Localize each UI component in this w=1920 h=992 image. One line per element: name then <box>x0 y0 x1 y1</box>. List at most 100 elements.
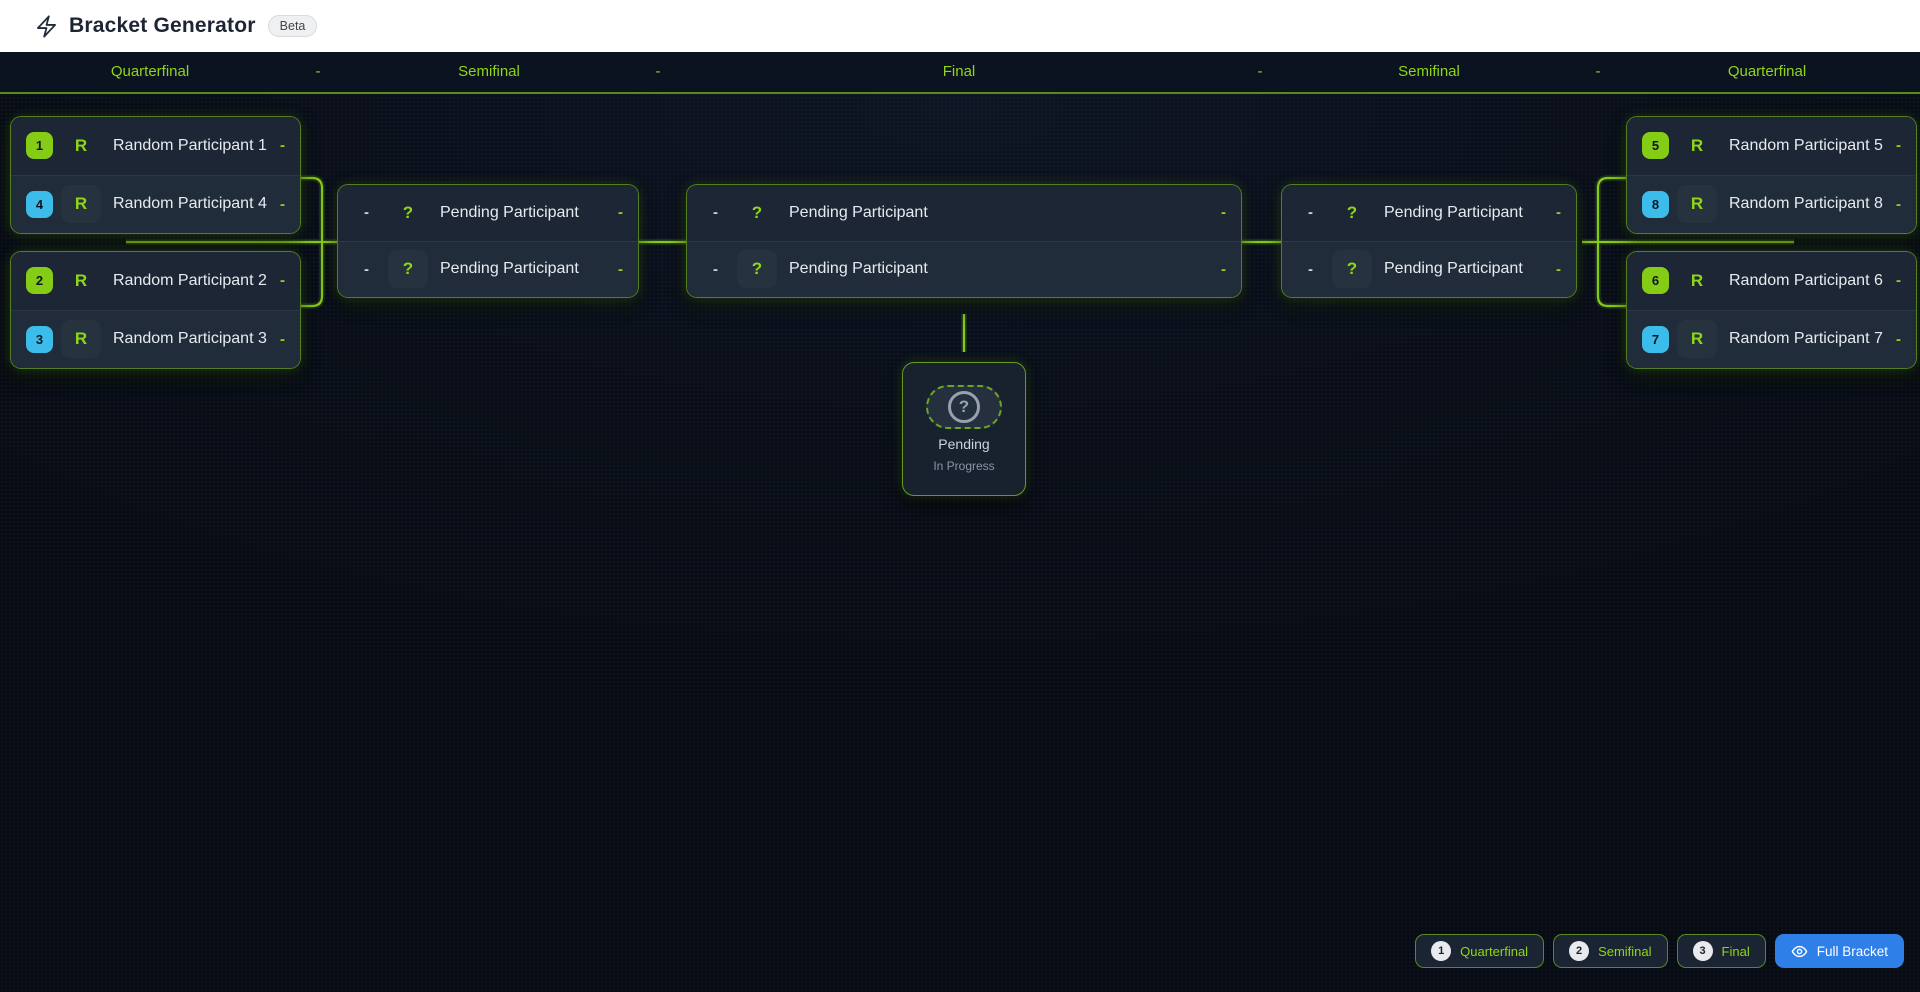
round-separator: - <box>315 63 321 80</box>
seed-placeholder: - <box>713 260 718 278</box>
participant-row[interactable]: 2 R Random Participant 2 - <box>11 252 300 310</box>
seed-placeholder: - <box>364 260 369 278</box>
pending-avatar: ? <box>737 250 777 289</box>
full-bracket-label: Full Bracket <box>1816 943 1888 959</box>
participant-name: Pending Participant <box>789 203 928 221</box>
participant-avatar: R <box>1677 320 1717 359</box>
match-card-qf-right-1: 5 R Random Participant 5 - 8 R Random Pa… <box>1626 116 1917 234</box>
participant-row[interactable]: - ? Pending Participant - <box>687 185 1241 241</box>
pending-avatar: ? <box>1332 250 1372 289</box>
participant-avatar: R <box>61 185 101 224</box>
step-label: Final <box>1721 943 1750 959</box>
beta-badge: Beta <box>267 15 318 37</box>
participant-score: - <box>1556 204 1561 222</box>
round-label-quarterfinal-right: Quarterfinal <box>1727 63 1807 80</box>
page-title: Bracket Generator <box>69 14 256 37</box>
seed-badge: 3 <box>26 325 53 353</box>
champion-card: ? Pending In Progress <box>902 362 1026 496</box>
match-card-semifinal-left: - ? Pending Participant - - ? Pending Pa… <box>337 184 639 298</box>
seed-badge: 5 <box>1642 132 1669 160</box>
participant-name: Random Participant 2 <box>113 271 267 289</box>
participant-avatar: R <box>1690 135 1704 155</box>
match-card-semifinal-right: - ? Pending Participant - - ? Pending Pa… <box>1281 184 1577 298</box>
participant-name: Random Participant 6 <box>1729 271 1883 289</box>
seed-placeholder: - <box>1308 204 1313 222</box>
participant-score: - <box>1896 137 1901 155</box>
participant-row[interactable]: 4 R Random Participant 4 - <box>11 174 300 233</box>
participant-avatar: R <box>61 320 101 359</box>
participant-row[interactable]: - ? Pending Participant - <box>1282 240 1576 297</box>
step-button-semifinal[interactable]: 2 Semifinal <box>1553 934 1668 968</box>
participant-score: - <box>618 204 623 222</box>
participant-avatar: R <box>1690 270 1704 290</box>
participant-row[interactable]: - ? Pending Participant - <box>1282 185 1576 241</box>
participant-name: Pending Participant <box>1384 203 1523 221</box>
pending-avatar: ? <box>1346 202 1358 222</box>
eye-icon <box>1791 943 1808 960</box>
round-separator: - <box>1257 63 1263 80</box>
step-number: 3 <box>1692 941 1713 961</box>
match-card-qf-right-2: 6 R Random Participant 6 - 7 R Random Pa… <box>1626 251 1917 369</box>
pending-avatar: ? <box>388 250 428 289</box>
rounds-bar: Quarterfinal - Semifinal - Final - Semif… <box>0 52 1920 94</box>
step-label: Semifinal <box>1598 943 1652 959</box>
participant-avatar: R <box>74 135 88 155</box>
participant-row[interactable]: 5 R Random Participant 5 - <box>1627 117 1916 175</box>
seed-badge: 4 <box>26 190 53 218</box>
participant-name: Pending Participant <box>440 260 579 278</box>
participant-score: - <box>1221 204 1226 222</box>
participant-score: - <box>1556 260 1561 278</box>
step-button-final[interactable]: 3 Final <box>1676 934 1766 968</box>
participant-row[interactable]: 7 R Random Participant 7 - <box>1627 309 1916 368</box>
participant-row[interactable]: 3 R Random Participant 3 - <box>11 309 300 368</box>
participant-score: - <box>1896 195 1901 213</box>
participant-row[interactable]: 6 R Random Participant 6 - <box>1627 252 1916 310</box>
seed-placeholder: - <box>364 204 369 222</box>
champion-status: Pending <box>938 436 990 452</box>
champion-substatus: In Progress <box>933 459 995 473</box>
participant-row[interactable]: - ? Pending Participant - <box>687 240 1241 297</box>
match-card-qf-left-2: 2 R Random Participant 2 - 3 R Random Pa… <box>10 251 301 369</box>
seed-badge: 6 <box>1642 267 1669 295</box>
step-number: 1 <box>1431 941 1452 961</box>
bolt-icon <box>34 14 59 39</box>
seed-badge: 1 <box>26 132 53 160</box>
step-button-quarterfinal[interactable]: 1 Quarterfinal <box>1415 934 1545 968</box>
round-separator: - <box>655 63 661 80</box>
step-number: 2 <box>1569 941 1590 961</box>
full-bracket-button[interactable]: Full Bracket <box>1774 934 1904 968</box>
participant-score: - <box>618 260 623 278</box>
participant-score: - <box>1896 272 1901 290</box>
participant-name: Pending Participant <box>1384 260 1523 278</box>
round-label-semifinal-left: Semifinal <box>458 63 520 80</box>
participant-row[interactable]: 8 R Random Participant 8 - <box>1627 174 1916 233</box>
champion-pending-pill: ? <box>926 385 1002 429</box>
participant-avatar: R <box>1677 185 1717 224</box>
seed-badge: 8 <box>1642 190 1669 218</box>
participant-name: Pending Participant <box>789 260 928 278</box>
pending-avatar: ? <box>402 202 414 222</box>
participant-row[interactable]: - ? Pending Participant - <box>338 185 638 241</box>
participant-score: - <box>280 330 285 348</box>
participant-name: Random Participant 8 <box>1729 195 1883 213</box>
participant-score: - <box>1896 330 1901 348</box>
participant-name: Random Participant 4 <box>113 195 267 213</box>
match-card-qf-left-1: 1 R Random Participant 1 - 4 R Random Pa… <box>10 116 301 234</box>
participant-row[interactable]: - ? Pending Participant - <box>338 240 638 297</box>
round-separator: - <box>1595 63 1601 80</box>
seed-placeholder: - <box>713 204 718 222</box>
seed-placeholder: - <box>1308 260 1313 278</box>
participant-row[interactable]: 1 R Random Participant 1 - <box>11 117 300 175</box>
bracket-controls: 1 Quarterfinal 2 Semifinal 3 Final Full … <box>1415 934 1904 968</box>
participant-name: Pending Participant <box>440 203 579 221</box>
participant-name: Random Participant 5 <box>1729 136 1883 154</box>
step-label: Quarterfinal <box>1460 943 1529 959</box>
round-label-final: Final <box>942 63 976 80</box>
participant-name: Random Participant 3 <box>113 330 267 348</box>
participant-score: - <box>280 272 285 290</box>
match-card-final: - ? Pending Participant - - ? Pending Pa… <box>686 184 1242 298</box>
seed-badge: 7 <box>1642 325 1669 353</box>
seed-badge: 2 <box>26 267 53 295</box>
participant-name: Random Participant 7 <box>1729 330 1883 348</box>
